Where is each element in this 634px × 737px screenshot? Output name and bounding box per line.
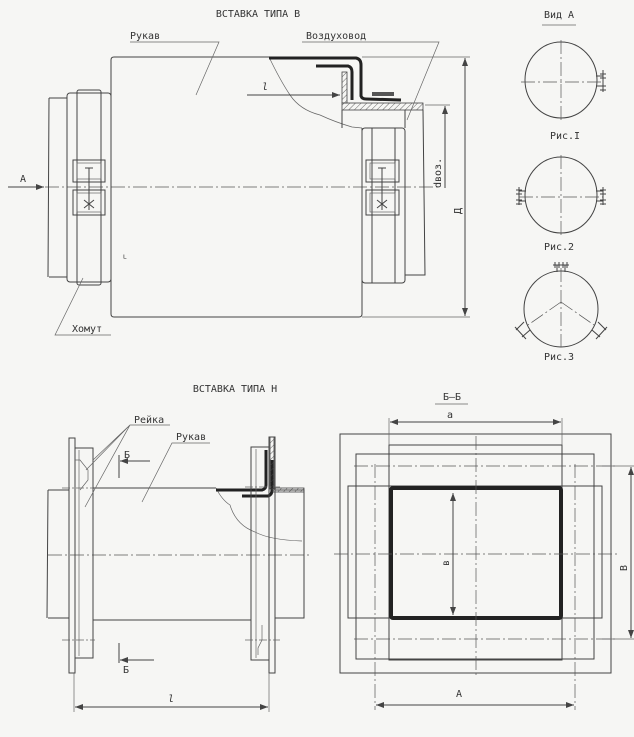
duct-diameter-label: dвоз. bbox=[433, 158, 444, 188]
right-rail-profile bbox=[255, 449, 263, 658]
clamp-lug-icon bbox=[596, 187, 606, 205]
sleeve-label: Рукав bbox=[176, 432, 206, 443]
rail-z-profile bbox=[242, 460, 274, 498]
profile-block bbox=[372, 92, 394, 96]
insert-type-n-title: ВСТАВКА ТИПА Н bbox=[193, 384, 277, 395]
section-title: Б–Б bbox=[443, 392, 461, 403]
clamp-lug-icon bbox=[596, 70, 606, 92]
left-clamp-band bbox=[76, 89, 102, 286]
duct-leader bbox=[302, 41, 440, 121]
clamp-lug-icon bbox=[591, 321, 608, 340]
view-a-arrow-label: А bbox=[20, 174, 26, 185]
dim-A-label: А bbox=[456, 689, 462, 700]
dim-b-small-label: в bbox=[441, 560, 452, 566]
sleeve-leader bbox=[130, 41, 220, 96]
sleeve-body bbox=[110, 56, 363, 318]
cutaway-break-line bbox=[215, 487, 303, 542]
view-a-title: Вид А bbox=[544, 10, 574, 21]
left-duct bbox=[47, 97, 67, 278]
rail-frame-outline bbox=[355, 453, 595, 660]
sleeve-z-profile bbox=[216, 450, 268, 492]
insert-type-b-drawing: ВСТАВКА ТИПА В А ᴸ bbox=[8, 9, 470, 336]
figure-3-caption: Рис.3 bbox=[544, 352, 574, 363]
clamp-label: Хомут bbox=[72, 324, 102, 335]
duct-hatched-flange bbox=[341, 102, 424, 111]
clamp-lug-icon bbox=[553, 262, 569, 272]
figure-3 bbox=[514, 262, 608, 348]
section-mark-top-label: Б bbox=[124, 450, 130, 461]
length-extension-lines bbox=[73, 673, 270, 712]
length-dimension-label: l bbox=[262, 82, 268, 93]
insert-type-n-drawing: ВСТАВКА ТИПА Н Б Б l Рейка Рукав bbox=[46, 384, 310, 712]
left-rail-profile bbox=[75, 450, 89, 656]
left-rail bbox=[74, 447, 94, 659]
flange-hatched-web bbox=[269, 436, 275, 490]
rail-leaders bbox=[84, 424, 170, 508]
sleeve-mark: ᴸ bbox=[122, 254, 128, 265]
figure-2 bbox=[516, 155, 606, 235]
figure-1 bbox=[521, 40, 606, 120]
sleeve-label: Рукав bbox=[130, 31, 160, 42]
view-a: Вид А Рис.I Рис.2 Рис.3 bbox=[514, 10, 608, 363]
clamp-lug-icon bbox=[516, 187, 526, 205]
duct-label: Воздуховод bbox=[306, 31, 366, 42]
diameter-extension-lines bbox=[362, 56, 470, 318]
flange-hatched-web bbox=[341, 71, 348, 104]
left-duct bbox=[46, 489, 69, 619]
cutaway-break-line bbox=[268, 56, 363, 129]
rail-label: Рейка bbox=[134, 414, 164, 426]
duct-flange-profile bbox=[316, 64, 354, 100]
dim-a-extension-lines bbox=[388, 418, 563, 445]
sleeve-leader bbox=[141, 442, 210, 503]
figure-1-caption: Рис.I bbox=[550, 131, 580, 142]
section-b-b: Б–Б а в А В bbox=[334, 392, 634, 710]
right-duct bbox=[275, 489, 305, 619]
dim-a-small-label: а bbox=[447, 410, 453, 421]
right-clamp-bolt bbox=[365, 159, 400, 216]
dim-B-extension-lines bbox=[602, 465, 634, 640]
right-duct bbox=[341, 109, 426, 276]
dim-B-label: В bbox=[619, 565, 630, 571]
section-mark-bottom-label: Б bbox=[123, 665, 129, 676]
left-bolt-axes bbox=[62, 487, 95, 641]
insert-type-b-title: ВСТАВКА ТИПА В bbox=[216, 9, 300, 20]
outer-flange-outline bbox=[339, 433, 612, 674]
diameter-label: Д bbox=[453, 208, 464, 214]
sleeve-z-profile bbox=[269, 56, 402, 102]
clamp-lug-icon bbox=[514, 321, 531, 340]
sleeve-body bbox=[93, 487, 251, 621]
length-dimension-label: l bbox=[168, 694, 174, 705]
right-bolt-axes bbox=[245, 486, 280, 641]
left-clamp-bolt bbox=[72, 159, 106, 216]
right-flange bbox=[268, 436, 276, 674]
figure-2-caption: Рис.2 bbox=[544, 242, 574, 253]
left-flange bbox=[68, 437, 76, 674]
clamp-leader bbox=[54, 277, 111, 336]
